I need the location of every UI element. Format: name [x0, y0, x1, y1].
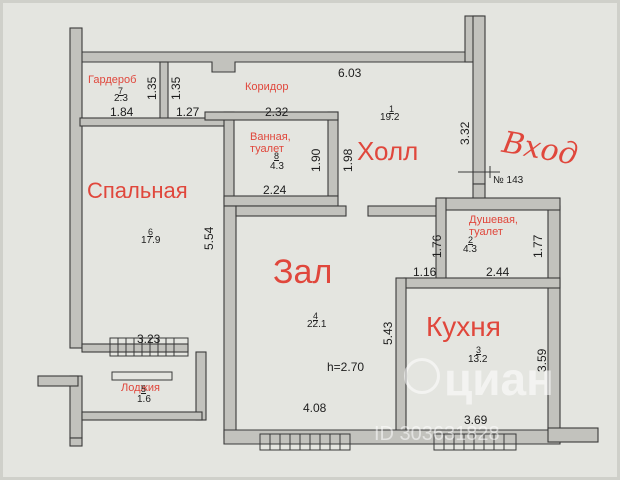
hall-name: Холл [357, 136, 419, 166]
dim-2-44: 2.44 [486, 265, 510, 279]
dim-2-32: 2.32 [265, 105, 289, 119]
entrance-marker: № 143 [493, 175, 524, 186]
watermark-id: ID 303631828 [374, 423, 500, 445]
wall-bottom-right [547, 427, 599, 443]
windows [109, 337, 517, 451]
wall-bath-bottom [223, 195, 339, 207]
wall-living-kitchen [395, 277, 407, 439]
kitchen-area: 13.2 [468, 354, 488, 365]
bedroom-name: Спальная [87, 178, 188, 203]
window-loggia [111, 371, 173, 381]
dim-3-23: 3.23 [137, 332, 161, 346]
wall-living-top [235, 205, 347, 217]
dim-1-35-right: 1.35 [169, 76, 183, 100]
wall-loggia-bottom [81, 411, 203, 421]
wall-bath-left [223, 111, 235, 205]
bathroom-name: Ванная, туалет [250, 131, 291, 155]
dim-1-77: 1.77 [531, 234, 545, 258]
window-bedroom [109, 337, 189, 357]
kitchen-name: Кухня [426, 311, 501, 342]
dim-1-90: 1.90 [309, 148, 323, 172]
dim-1-35-left: 1.35 [145, 76, 159, 100]
hall-number: 1 [389, 104, 395, 114]
dim-1-16: 1.16 [413, 265, 437, 279]
dim-1-84: 1.84 [110, 105, 134, 119]
wardrobe-name: Гардероб [88, 74, 137, 86]
loggia-number: 5 [141, 384, 147, 394]
bathroom-area: 4.3 [270, 161, 284, 172]
living-number: 4 [313, 311, 319, 321]
dim-5-54: 5.54 [202, 226, 216, 250]
wall-bottom-left [69, 437, 83, 447]
dim-6-03: 6.03 [338, 66, 362, 80]
loggia-name: Лоджия [121, 382, 160, 394]
wall-living-top2 [367, 205, 441, 217]
living-height: h=2.70 [327, 360, 365, 374]
dim-3-32: 3.32 [458, 121, 472, 145]
wardrobe-number: 7 [118, 86, 124, 96]
corridor-name: Коридор [245, 81, 289, 93]
wall-bath-right [327, 111, 339, 197]
wardrobe-area: 2.3 [114, 93, 128, 104]
living-area: 22.1 [307, 319, 327, 330]
bedroom-number: 6 [148, 227, 154, 237]
window-kitchen [433, 433, 517, 451]
dim-1-76: 1.76 [430, 234, 444, 258]
wall-hall-right [472, 15, 486, 185]
dim-5-43: 5.43 [381, 321, 395, 345]
wall-left-upper [69, 27, 83, 349]
watermark-logo-icon [404, 358, 440, 394]
watermark-brand: циан [444, 353, 554, 405]
window-living [259, 433, 351, 451]
dim-3-69: 3.69 [464, 413, 488, 427]
shower-area: 4.3 [463, 244, 477, 255]
wall-shower-bottom [403, 277, 561, 289]
shower-name: Душевая, туалет [469, 214, 518, 238]
bedroom-area: 17.9 [141, 235, 161, 246]
wall-loggia-right [195, 351, 207, 421]
wall-right-top [439, 197, 561, 211]
hall-area: 19.2 [380, 112, 400, 123]
dim-2-24: 2.24 [263, 183, 287, 197]
dim-4-08: 4.08 [303, 401, 327, 415]
wall-loggia-left [37, 375, 79, 387]
loggia-area: 1.6 [137, 394, 151, 405]
wall-bedroom-living [223, 205, 237, 439]
dim-1-98: 1.98 [341, 148, 355, 172]
living-name: Зал [273, 253, 333, 291]
kitchen-number: 3 [476, 345, 482, 355]
shower-number: 2 [468, 235, 474, 245]
wall-bath-top [204, 111, 339, 121]
wall-loggia-top [81, 343, 189, 353]
dim-1-27: 1.27 [176, 105, 200, 119]
bathroom-number: 8 [274, 151, 280, 161]
wall-wardrobe-right [159, 61, 169, 121]
